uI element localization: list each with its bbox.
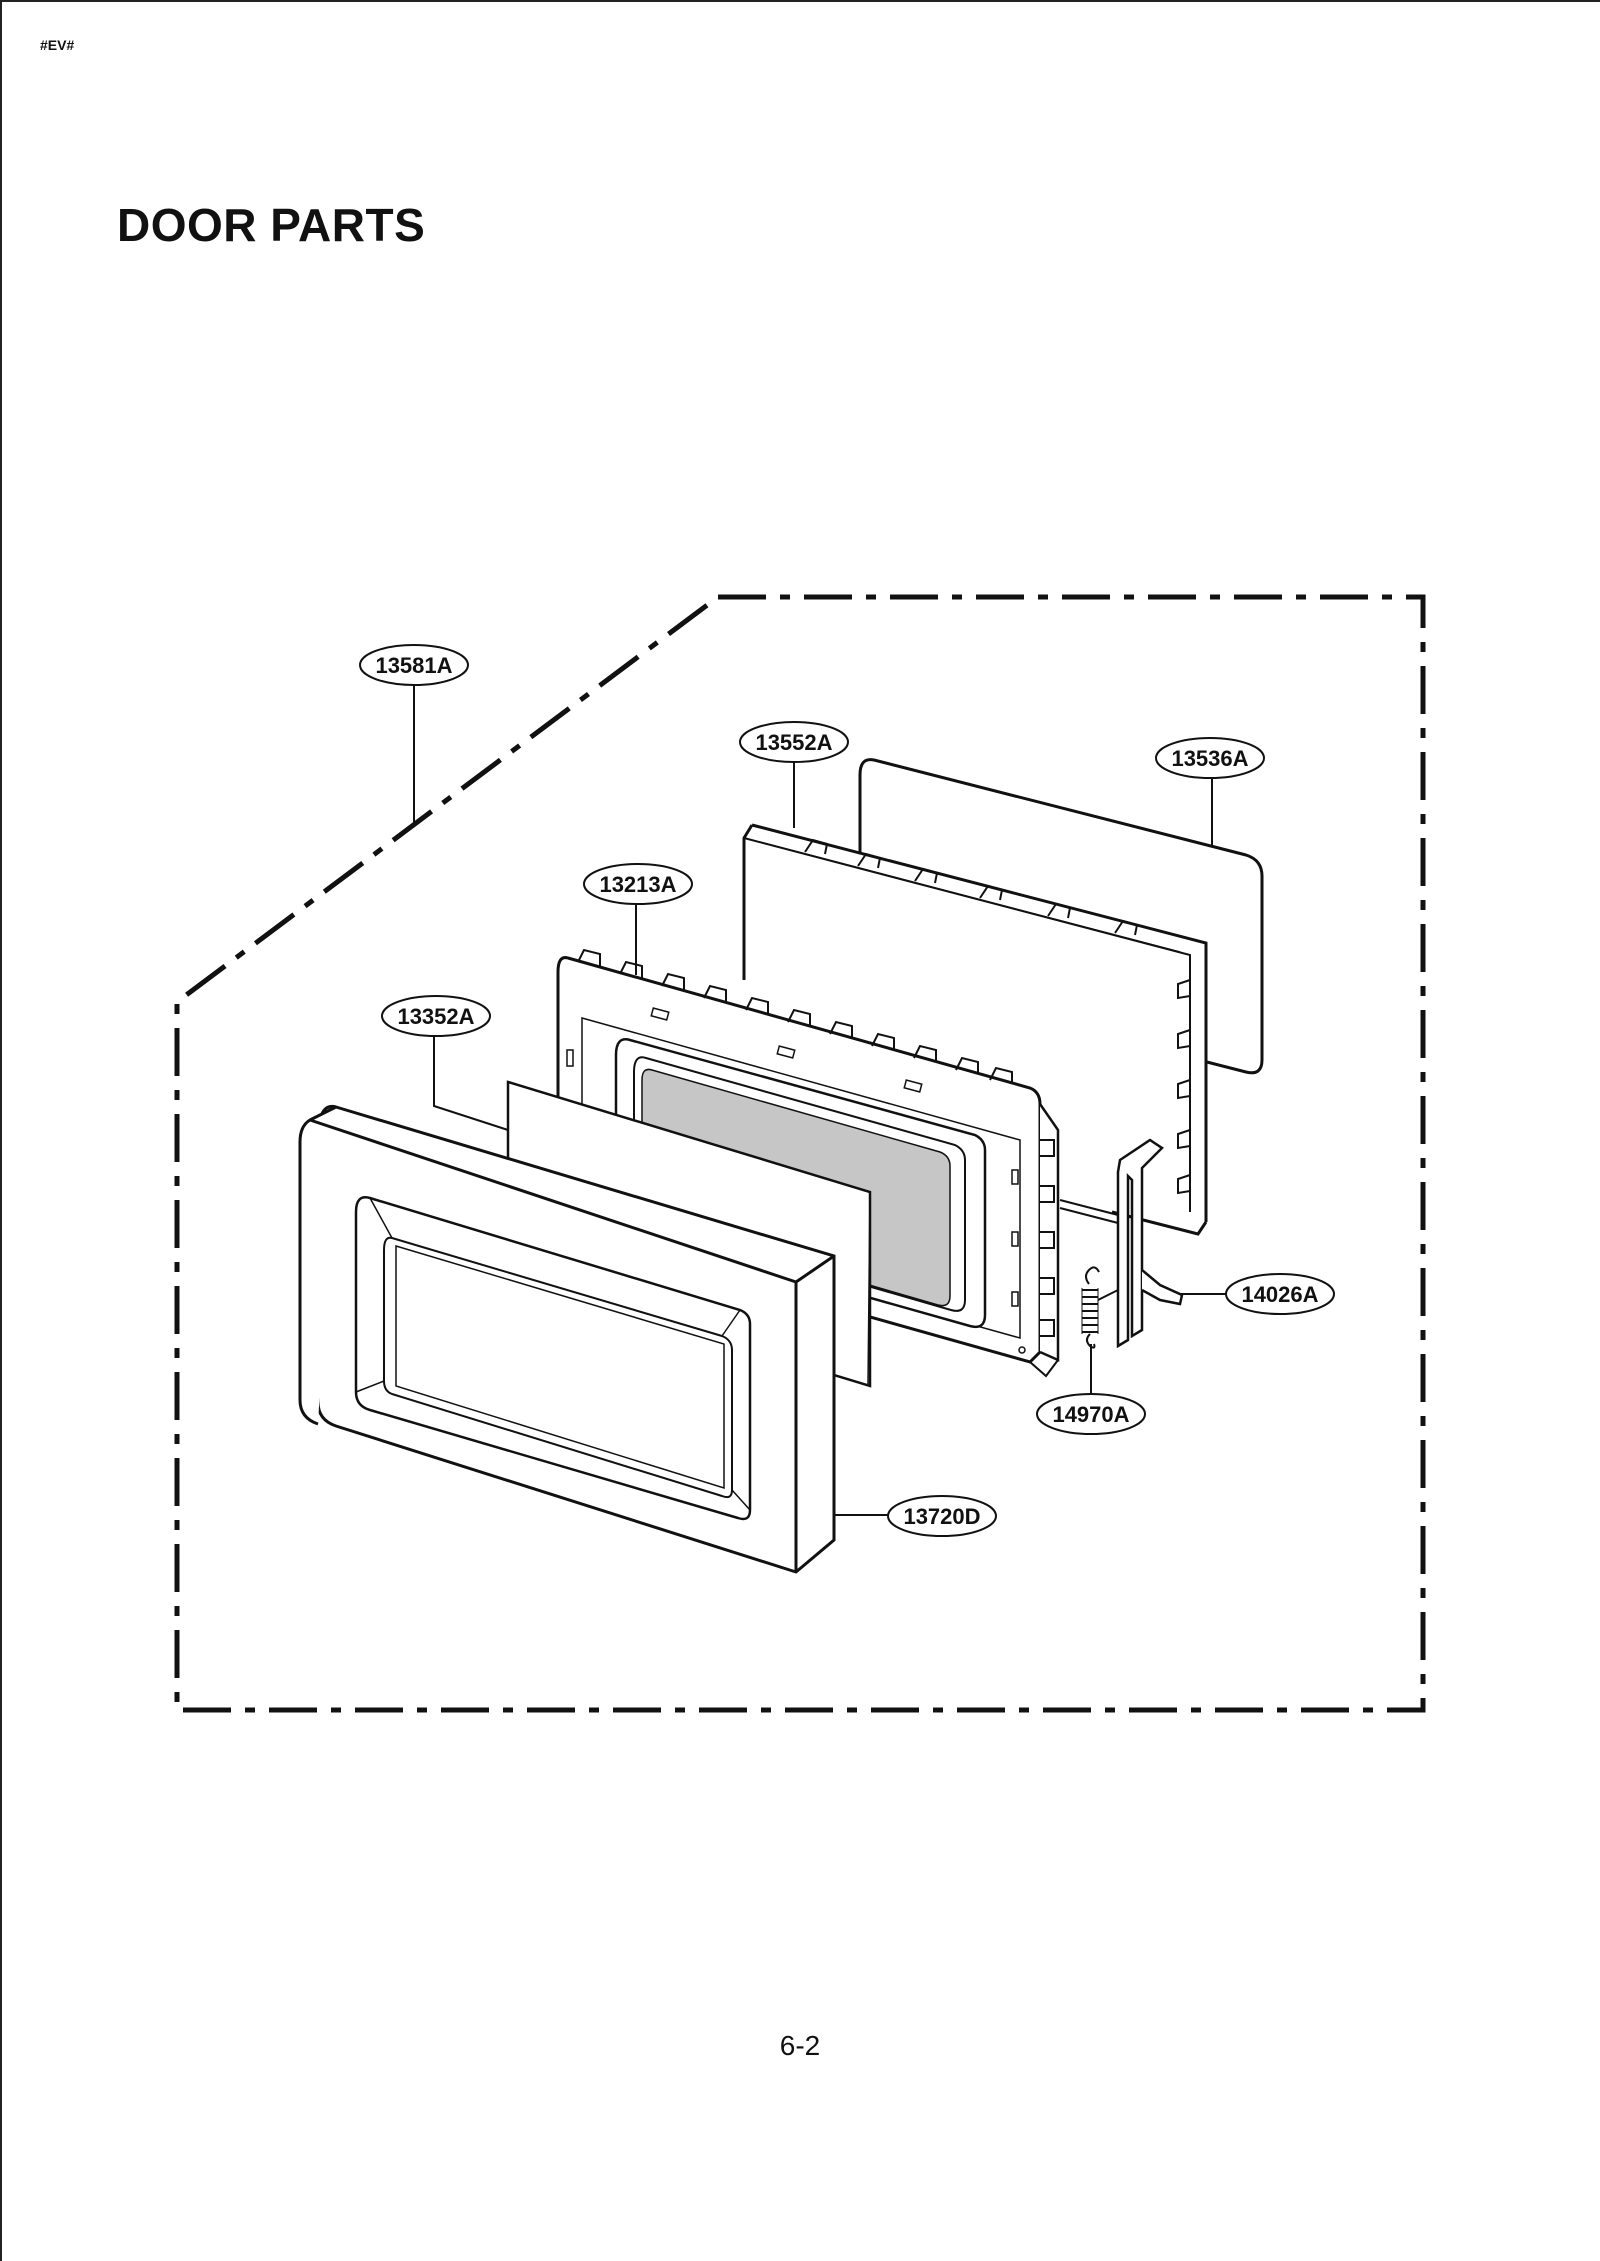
page-top-border — [0, 0, 1600, 2]
spring-part — [1081, 1266, 1100, 1349]
callout-14970A: 14970A — [1036, 1393, 1146, 1435]
callout-13213A: 13213A — [583, 863, 693, 905]
callout-13552A: 13552A — [739, 721, 849, 763]
callout-13352A: 13352A — [381, 995, 491, 1037]
callout-label: 13536A — [1171, 746, 1248, 771]
callout-label: 13581A — [375, 653, 452, 678]
callout-14026A: 14026A — [1225, 1273, 1335, 1315]
leader-lines — [413, 685, 1232, 1516]
page-left-border — [0, 0, 2, 2261]
page-number: 6-2 — [779, 2030, 821, 2061]
callout-label: 13552A — [755, 730, 832, 755]
assembly-boundary — [174, 594, 1426, 1713]
callout-label: 13213A — [599, 872, 676, 897]
callout-label: 13352A — [397, 1004, 474, 1029]
callout-label: 14970A — [1052, 1402, 1129, 1427]
front-door-panel-part — [298, 1104, 836, 1574]
callout-13536A: 13536A — [1155, 737, 1265, 779]
page-title: DOOR PARTS — [117, 199, 426, 251]
callout-label: 13720D — [903, 1504, 980, 1529]
callout-13581A: 13581A — [359, 644, 469, 686]
latch-lever-part — [1059, 1138, 1184, 1349]
header-code: #EV# — [40, 37, 75, 53]
callout-label: 14026A — [1241, 1282, 1318, 1307]
callout-13720D: 13720D — [887, 1495, 997, 1537]
